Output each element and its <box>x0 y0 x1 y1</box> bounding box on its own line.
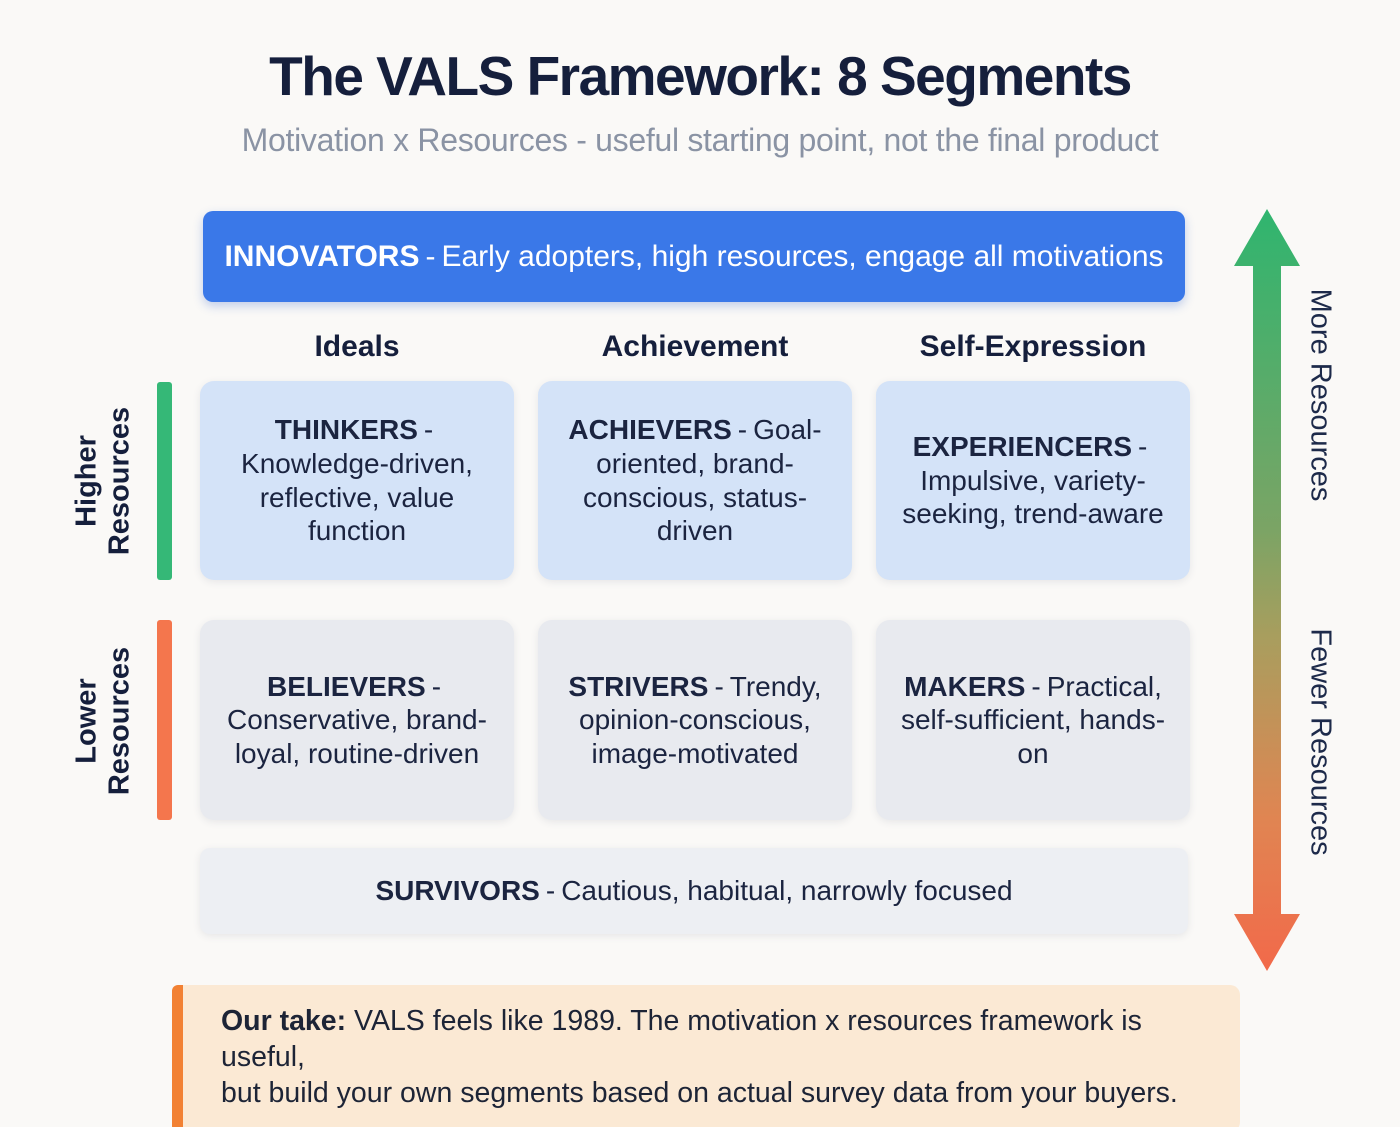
note-line-1: Our take: VALS feels like 1989. The moti… <box>221 1004 1220 1076</box>
note-text-1: VALS feels like 1989. The motivation x r… <box>221 1005 1142 1073</box>
segment-box-experiencers: EXPERIENCERS-Impulsive, variety-seeking,… <box>876 381 1190 580</box>
segment-text: BELIEVERS-Conservative, brand-loyal, rou… <box>222 670 492 771</box>
segment-text: EXPERIENCERS-Impulsive, variety-seeking,… <box>898 430 1168 531</box>
resources-gradient-arrow <box>1234 209 1300 971</box>
segment-text: THINKERS-Knowledge-driven, reflective, v… <box>222 413 492 547</box>
segment-text: MAKERS-Practical, self-sufficient, hands… <box>898 670 1168 771</box>
segment-desc: Impulsive, variety-seeking, trend-aware <box>902 464 1164 530</box>
separator: - <box>431 670 442 702</box>
segment-name: MAKERS <box>904 670 1026 702</box>
segment-desc: Trendy, opinion-conscious, image-motivat… <box>579 670 822 769</box>
survivors-text: SURVIVORS-Cautious, habitual, narrowly f… <box>375 874 1012 908</box>
separator: - <box>425 239 436 273</box>
segment-desc: Conservative, brand-loyal, routine-drive… <box>227 704 487 769</box>
note-label: Our take: <box>221 1005 347 1037</box>
segment-desc: Early adopters, high resources, engage a… <box>441 239 1164 273</box>
segment-box-thinkers: THINKERS-Knowledge-driven, reflective, v… <box>200 381 514 580</box>
segment-box-strivers: STRIVERS-Trendy, opinion-conscious, imag… <box>538 620 852 820</box>
survivors-bar: SURVIVORS-Cautious, habitual, narrowly f… <box>200 848 1188 934</box>
page-title: The VALS Framework: 8 Segments <box>269 45 1132 107</box>
separator: - <box>1031 670 1041 702</box>
fewer-resources-label: Fewer Resources <box>1304 628 1337 856</box>
segment-desc: Goal-oriented, brand-conscious, status-d… <box>582 414 822 547</box>
column-header-ideals: Ideals <box>314 330 400 363</box>
higher-resources-label: Higher Resources <box>70 406 136 556</box>
note-line-2: but build your own segments based on act… <box>221 1076 1178 1109</box>
segment-text: ACHIEVERS-Goal-oriented, brand-conscious… <box>560 413 830 547</box>
column-header-achievement: Achievement <box>601 330 789 363</box>
separator: - <box>1138 431 1148 463</box>
segment-text: STRIVERS-Trendy, opinion-conscious, imag… <box>560 670 830 771</box>
segment-name: THINKERS <box>274 414 418 446</box>
segment-name: SURVIVORS <box>375 875 540 907</box>
innovators-text: INNOVATORS-Early adopters, high resource… <box>224 239 1163 275</box>
more-resources-label: More Resources <box>1304 288 1337 502</box>
segment-name: ACHIEVERS <box>568 414 732 446</box>
segment-name: INNOVATORS <box>224 239 420 273</box>
our-take-note: Our take: VALS feels like 1989. The moti… <box>172 985 1240 1127</box>
segment-desc: Cautious, habitual, narrowly focused <box>561 875 1013 907</box>
segment-desc: Knowledge-driven, reflective, value func… <box>241 447 473 547</box>
segment-box-makers: MAKERS-Practical, self-sufficient, hands… <box>876 620 1190 820</box>
separator: - <box>714 670 724 702</box>
higher-resources-bar <box>157 382 172 580</box>
column-header-self-expression: Self-Expression <box>919 330 1147 363</box>
segment-box-believers: BELIEVERS-Conservative, brand-loyal, rou… <box>200 620 514 820</box>
segment-desc: Practical, self-sufficient, hands-on <box>900 670 1166 769</box>
segment-name: BELIEVERS <box>266 670 426 702</box>
segment-name: STRIVERS <box>568 670 709 702</box>
page-subtitle: Motivation x Resources - useful starting… <box>241 122 1159 158</box>
segment-box-achievers: ACHIEVERS-Goal-oriented, brand-conscious… <box>538 381 852 580</box>
innovators-bar: INNOVATORS-Early adopters, high resource… <box>203 211 1185 302</box>
separator: - <box>545 875 556 907</box>
separator: - <box>737 414 748 446</box>
lower-resources-label: Lower Resources <box>70 646 136 796</box>
separator: - <box>423 414 434 446</box>
lower-resources-bar <box>157 620 172 820</box>
segment-name: EXPERIENCERS <box>912 431 1133 463</box>
